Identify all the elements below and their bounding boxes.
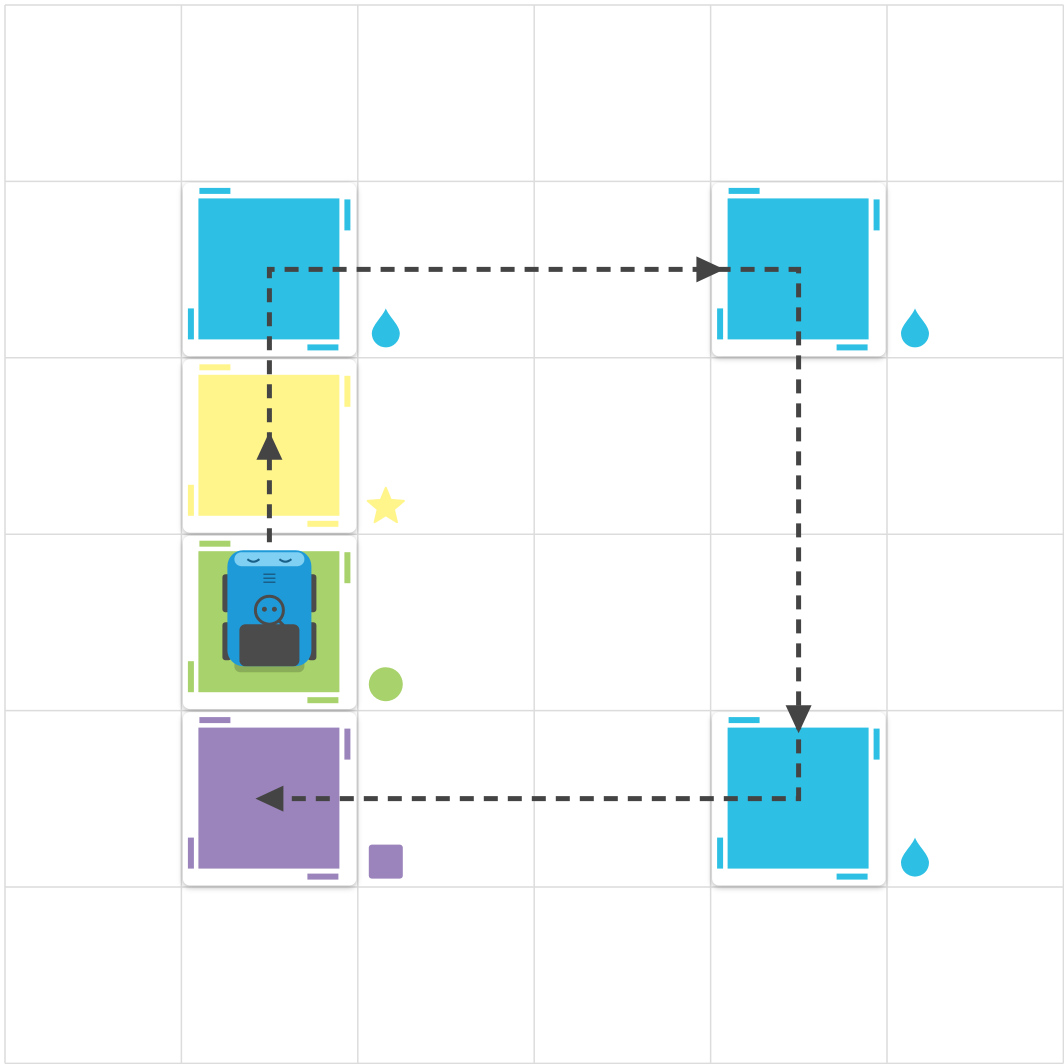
tile-corner-mark: [307, 344, 339, 351]
tile-corner-mark: [836, 344, 868, 351]
robot[interactable]: [222, 550, 317, 673]
tile-corner-mark: [187, 484, 194, 516]
tile-corner-mark: [717, 837, 724, 869]
robot-icon[interactable]: [222, 550, 317, 673]
robot-battery-pack: [239, 624, 300, 667]
robot-face-eye: [261, 606, 267, 612]
tile-symbols: [366, 308, 929, 879]
drop-icon: [901, 308, 929, 348]
tile-corner-mark: [199, 364, 231, 371]
tile-corner-mark: [728, 717, 760, 724]
circle-icon: [368, 667, 403, 702]
path-arrow-up-icon: [256, 431, 283, 460]
tile-corner-mark: [836, 873, 868, 880]
star-icon: [366, 486, 405, 524]
path-arrow-left-icon: [255, 785, 284, 812]
tile-corner-mark: [307, 520, 339, 527]
tile-corner-mark: [344, 199, 351, 231]
tile-corner-mark: [187, 837, 194, 869]
robot-eyes-icon: [246, 558, 293, 563]
grid-lines: [4, 4, 1064, 1064]
robot-sensor-bar: [234, 552, 305, 567]
robot-grille: [263, 573, 276, 583]
tile-corner-mark: [187, 661, 194, 693]
tile-corner-mark: [199, 187, 231, 194]
tile-corner-mark: [717, 308, 724, 340]
robot-face-eye: [271, 606, 277, 612]
tile-corner-mark: [199, 717, 231, 724]
tile-corner-mark: [344, 375, 351, 407]
square-icon: [368, 844, 403, 879]
tile-corner-mark: [199, 540, 231, 547]
drop-icon: [371, 308, 400, 348]
drop-icon: [901, 837, 929, 877]
path-arrow-down-icon: [785, 705, 812, 734]
tile-corner-mark: [873, 728, 880, 760]
tile-corner-mark: [344, 728, 351, 760]
tile-corner-mark: [344, 552, 351, 584]
tile-corner-mark: [187, 308, 194, 340]
tile-corner-mark: [873, 199, 880, 231]
tile-corner-mark: [728, 187, 760, 194]
tile-corner-mark: [307, 873, 339, 880]
path-arrow-right-icon: [696, 256, 725, 283]
path-line: [266, 266, 802, 802]
tile-corner-mark: [307, 697, 339, 704]
robot-path: [255, 256, 812, 812]
